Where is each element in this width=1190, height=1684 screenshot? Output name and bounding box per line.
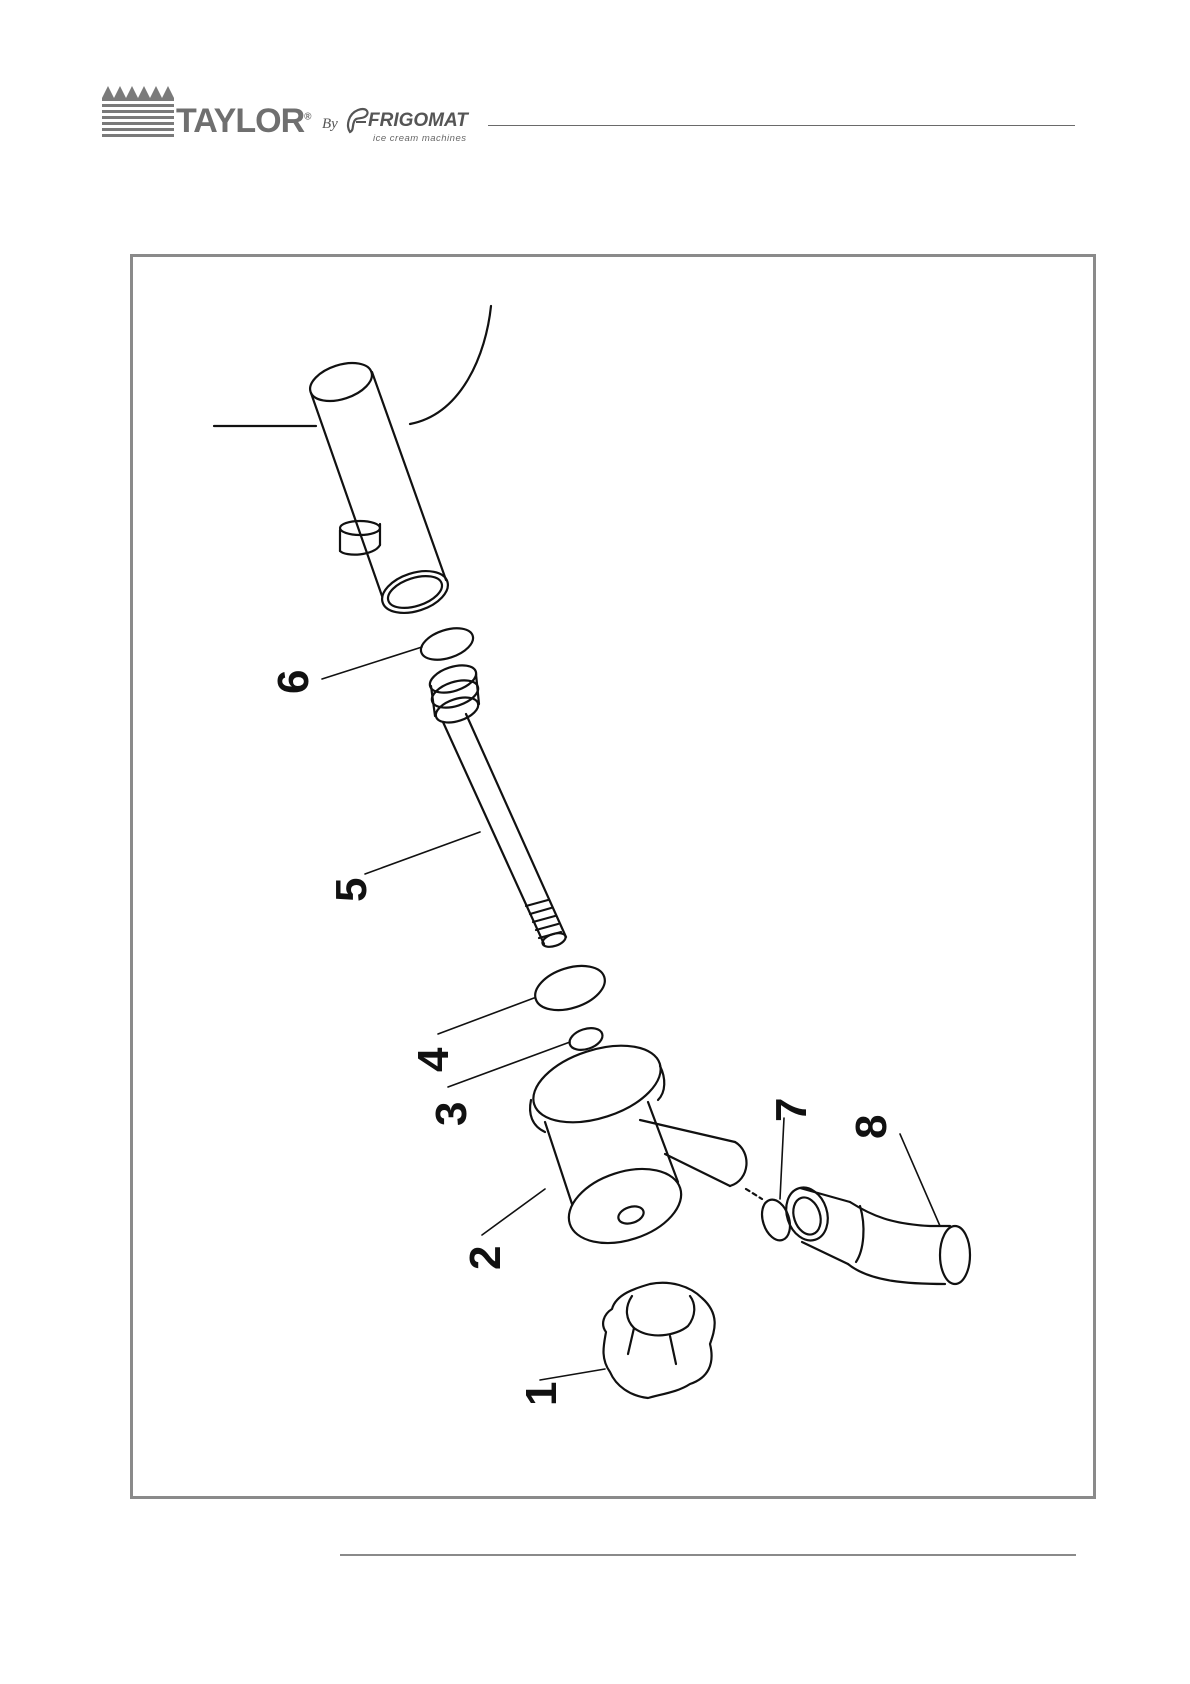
logo-by-text: By [322,116,338,133]
footer-divider [340,1554,1076,1556]
logo-partner-text: FRIGOMAT [368,110,468,132]
callout-1: 1 [517,1382,566,1406]
callout-7: 7 [767,1098,816,1122]
spout-8 [780,1182,970,1284]
knob-1 [603,1283,715,1398]
machine-body-outline [214,306,491,426]
taylor-crown-icon [100,80,180,142]
callout-6: 6 [269,670,318,694]
o-ring-7 [757,1196,795,1244]
draw-rod-5 [426,660,567,949]
logo-tagline-text: ice cream machines [373,133,466,144]
exploded-parts-drawing: 6 5 4 3 2 1 8 7 [130,254,1096,1499]
page-header: TAYLOR® By FRIGOMAT ice cream machines [0,0,1190,160]
callout-leader-lines [322,647,940,1380]
registered-mark: ® [304,112,310,123]
o-ring-6 [417,622,477,665]
o-ring-4 [530,958,611,1018]
assembly-dashed-line [746,1189,762,1199]
o-ring-3 [567,1024,606,1054]
callout-3: 3 [427,1102,476,1126]
callout-5: 5 [327,878,376,902]
logo-brand-text: TAYLOR® [176,102,311,141]
door-spout-cylinder [305,356,453,621]
taylor-frigomat-logo: TAYLOR® By FRIGOMAT ice cream machines [100,80,500,150]
callout-2: 2 [461,1246,510,1270]
callout-4: 4 [409,1047,458,1072]
callout-8: 8 [847,1115,896,1139]
valve-body-2 [524,1031,747,1256]
header-divider [488,125,1075,126]
